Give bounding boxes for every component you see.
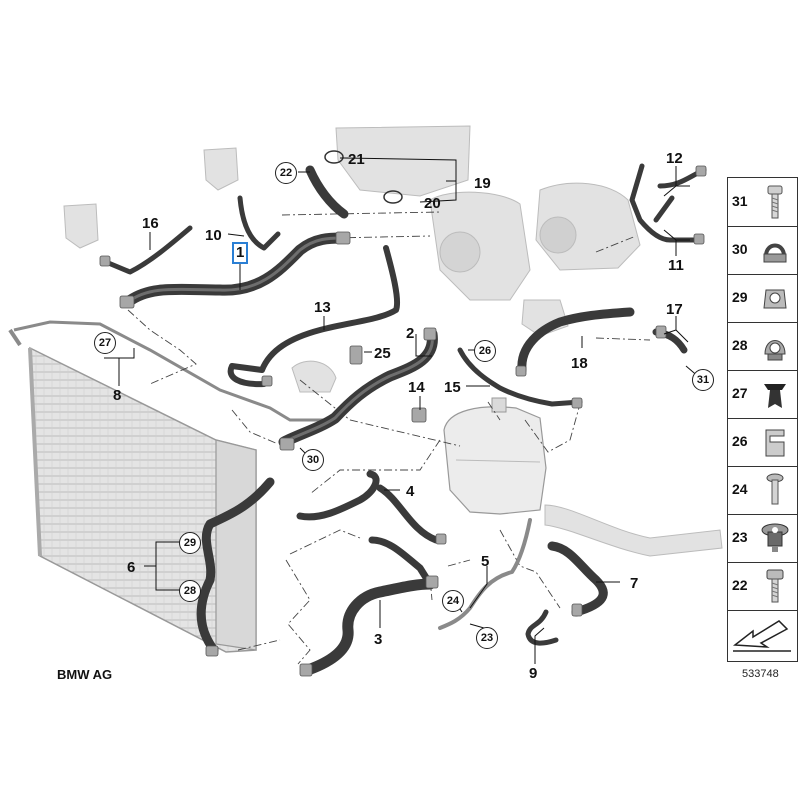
part-number: 22 (732, 577, 748, 593)
part-number: 28 (732, 337, 748, 353)
part-cell-23[interactable]: 23 (728, 514, 797, 563)
callout-8: 8 (113, 387, 121, 404)
callout-5: 5 (481, 553, 489, 570)
part-number: 31 (732, 193, 748, 209)
radiator (28, 346, 257, 653)
hex-bolt-icon (766, 569, 784, 603)
callout-20: 20 (424, 195, 441, 212)
part-cell-22[interactable]: 22 (728, 562, 797, 611)
callout-labels: 2 3 4 5 6 7 8 9 10 11 12 13 14 15 16 17 … (113, 150, 684, 682)
view-direction-arrow-icon (732, 620, 791, 652)
callout-11: 11 (668, 257, 684, 274)
part-cell-30[interactable]: 30 (728, 226, 797, 275)
circled-callout-31: 31 (692, 369, 714, 391)
callout-19: 19 (474, 175, 491, 192)
circled-callout-27: 27 (94, 332, 116, 354)
callout-10: 10 (205, 227, 222, 244)
circled-callout-23: 23 (476, 627, 498, 649)
fittings (99, 165, 707, 677)
part-cell-27[interactable]: 27 (728, 370, 797, 419)
view-direction-cell[interactable] (728, 610, 797, 660)
callout-1-highlighted[interactable]: 1 (231, 242, 249, 264)
screw-icon (766, 473, 784, 505)
callout-2: 2 (406, 325, 414, 342)
callout-3: 3 (374, 631, 382, 648)
callout-25: 25 (374, 345, 391, 362)
hoses (103, 163, 707, 676)
callout-4: 4 (406, 483, 415, 500)
callout-6: 6 (127, 559, 135, 576)
ghost-engine-parts (63, 125, 723, 557)
callout-14: 14 (408, 379, 425, 396)
part-cell-29[interactable]: 29 (728, 274, 797, 323)
callout-12: 12 (666, 150, 683, 167)
circled-callout-26: 26 (474, 340, 496, 362)
part-cell-28[interactable]: 28 (728, 322, 797, 371)
retaining-clip-icon (765, 429, 785, 457)
callout-9: 9 (529, 665, 537, 682)
expansion-tank (443, 397, 547, 515)
connection-lines (127, 211, 651, 665)
hose-clip-icon (763, 243, 787, 263)
part-number: 26 (732, 433, 748, 449)
callout-17: 17 (666, 301, 683, 318)
circled-callout-22: 22 (275, 162, 297, 184)
coolant-line-8 (13, 320, 330, 422)
part-number: 23 (732, 529, 748, 545)
part-number: 24 (732, 481, 748, 497)
small-parts-column: 31 30 29 28 27 26 24 23 (727, 177, 798, 662)
double-clip-icon (764, 340, 786, 361)
callout-15: 15 (444, 379, 461, 396)
bolt-icon (767, 185, 783, 219)
callout-13: 13 (314, 299, 331, 316)
brand-label: BMW AG (57, 667, 112, 682)
callout-18: 18 (571, 355, 588, 372)
callout-7: 7 (630, 575, 638, 592)
rubber-mount-icon (761, 523, 789, 552)
bracket-clip-icon (763, 289, 787, 309)
part-cell-31[interactable]: 31 (728, 178, 797, 227)
circled-callout-24: 24 (442, 590, 464, 612)
circled-callout-30: 30 (302, 449, 324, 471)
part-cell-24[interactable]: 24 (728, 466, 797, 515)
doc-number: 533748 (742, 668, 779, 680)
part-number: 29 (732, 289, 748, 305)
part-number: 27 (732, 385, 748, 401)
circled-callout-28: 28 (179, 580, 201, 602)
part-cell-26[interactable]: 26 (728, 418, 797, 467)
expanding-rivet-icon (764, 384, 786, 408)
callout-21: 21 (348, 151, 365, 168)
part-number: 30 (732, 241, 748, 257)
o-rings (324, 150, 403, 204)
callout-16: 16 (142, 215, 159, 232)
circled-callout-29: 29 (179, 532, 201, 554)
